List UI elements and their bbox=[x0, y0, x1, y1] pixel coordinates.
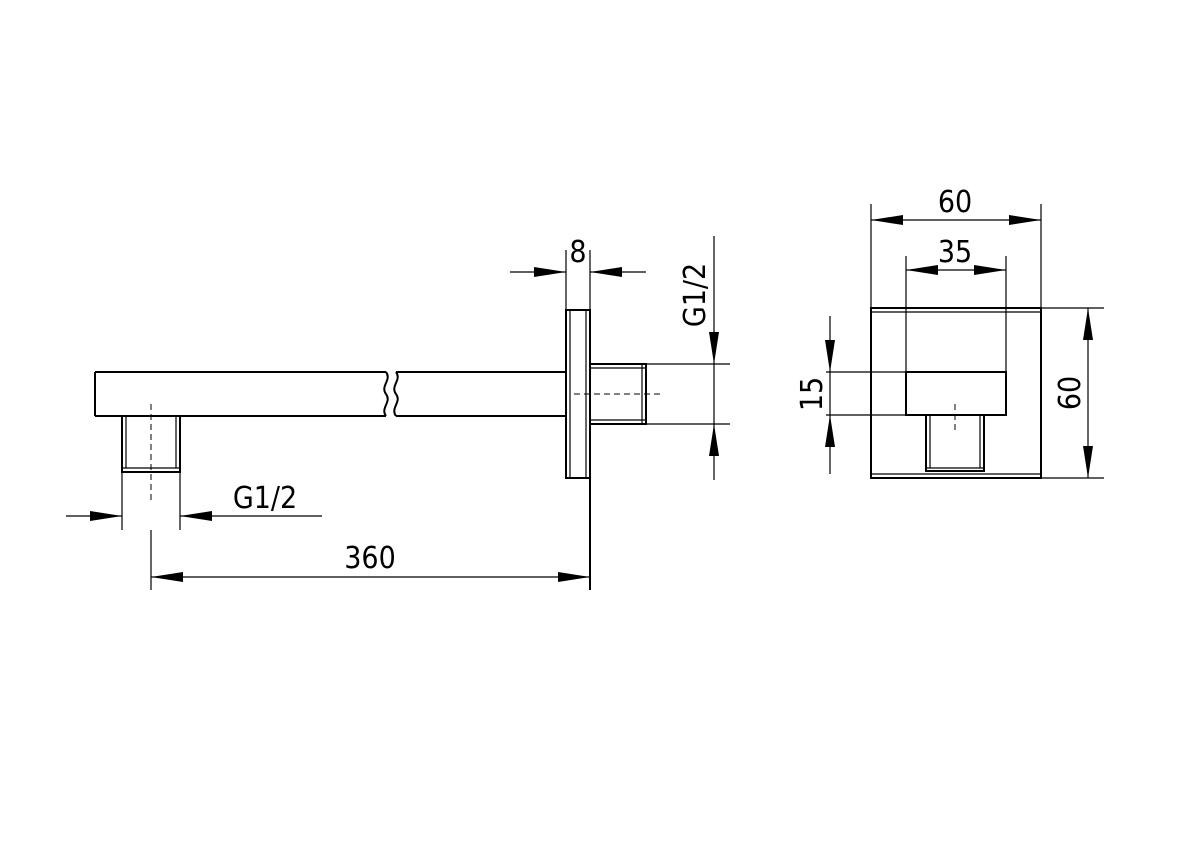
wall-flange bbox=[565, 309, 591, 590]
front-view: 60 35 60 15 bbox=[795, 185, 1104, 479]
dim-front-width: 60 bbox=[870, 185, 1042, 308]
shower-arm-outline bbox=[94, 371, 566, 417]
inlet-nipple bbox=[574, 363, 660, 425]
side-view: 8 G1/2 G1/2 360 bbox=[66, 235, 730, 590]
arrowhead bbox=[180, 511, 212, 521]
arrowhead bbox=[1083, 446, 1093, 478]
arrowhead bbox=[974, 265, 1006, 275]
dim-label-outlet-thread: G1/2 bbox=[233, 481, 297, 516]
arrowhead bbox=[151, 572, 183, 582]
dim-front-height: 60 bbox=[1041, 307, 1104, 479]
arrowhead bbox=[906, 265, 938, 275]
dim-label-flange: 8 bbox=[569, 235, 586, 270]
dim-label-length: 360 bbox=[344, 541, 396, 576]
outlet-nipple bbox=[121, 404, 181, 500]
dim-inlet-thread: G1/2 bbox=[646, 236, 730, 480]
arrowhead bbox=[558, 572, 590, 582]
dim-label-front-width: 60 bbox=[938, 185, 972, 220]
arrowhead bbox=[1083, 308, 1093, 340]
dim-label-front-offset: 15 bbox=[795, 377, 830, 411]
dim-front-offset: 15 bbox=[795, 316, 906, 474]
arrowhead bbox=[90, 511, 122, 521]
dim-label-front-inner-width: 35 bbox=[938, 235, 972, 270]
flange-square bbox=[870, 307, 1042, 479]
arrowhead bbox=[534, 267, 566, 277]
arrowhead bbox=[871, 215, 903, 225]
arrowhead bbox=[825, 415, 835, 447]
dim-front-inner-width: 35 bbox=[905, 235, 1007, 372]
front-outlet-nipple bbox=[925, 404, 985, 472]
arrowhead bbox=[590, 267, 622, 277]
arm-end-square bbox=[905, 371, 1007, 416]
arrowhead bbox=[709, 332, 719, 364]
arrowhead bbox=[825, 340, 835, 372]
dim-outlet-thread: G1/2 bbox=[66, 472, 322, 530]
dim-flange-thickness: 8 bbox=[510, 235, 646, 310]
arrowhead bbox=[709, 424, 719, 456]
dim-arm-length: 360 bbox=[150, 530, 590, 590]
arrowhead bbox=[1009, 215, 1041, 225]
dim-label-front-height: 60 bbox=[1053, 376, 1088, 410]
dim-label-inlet-thread: G1/2 bbox=[678, 263, 713, 327]
